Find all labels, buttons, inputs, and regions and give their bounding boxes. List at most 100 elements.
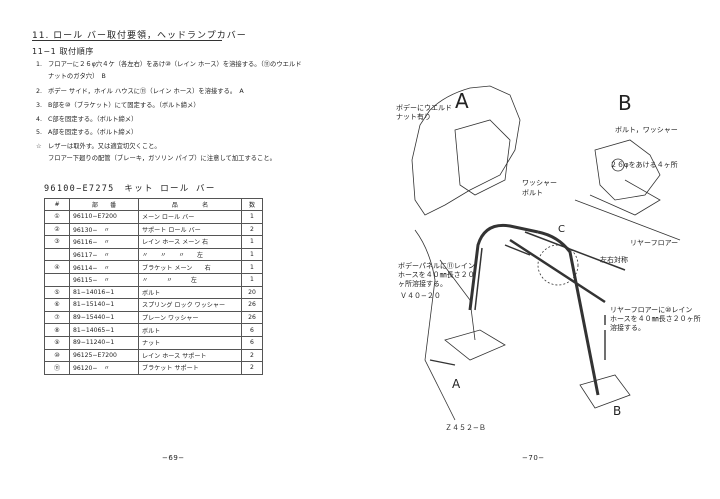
label-C: C [558, 224, 565, 235]
label-B-bottom: B [613, 404, 621, 418]
cell-qty: 1 [241, 210, 263, 224]
cell-part-number: 96110−E7200 [69, 210, 139, 224]
label-rf-1: リヤーフロアーに⑩レイン [610, 306, 692, 314]
label-A-bottom: A [452, 377, 461, 391]
label-bolt: ボルト [522, 189, 543, 197]
cell-part-name: レイン ホース サポート [138, 348, 242, 363]
title-underline [32, 40, 222, 41]
cell-part-number: 81−14016−1 [69, 285, 139, 300]
cell-no: ④ [44, 260, 70, 274]
base-plate-right [579, 374, 631, 409]
cell-no [44, 247, 70, 262]
label-holes: ２６φをあける４ヶ所 [610, 160, 678, 169]
label-B-top: B [618, 91, 632, 115]
body-lower-outline [414, 229, 456, 421]
drawing-code: Ｚ４５２−Ｂ [445, 424, 486, 432]
label-bp-1: ボデーパネルに⑪レイン [398, 261, 475, 270]
step-2: 2.ボデー サイド，ホイル ハウスに⑪（レイン ホース）を溶接する。 A [36, 88, 244, 95]
cell-qty: 26 [241, 310, 263, 325]
cell-qty: 20 [241, 285, 263, 300]
roll-bar-diagram: A B ボデーにウエルド ナット有り ボルト，ワッシャー ２６φをあける４ヶ所 … [396, 85, 701, 432]
label-washer: ワッシャー [522, 179, 557, 187]
cell-qty: 1 [241, 247, 263, 262]
support-bar-2 [524, 231, 626, 271]
cell-qty: 6 [241, 335, 263, 350]
cell-qty: 26 [241, 298, 263, 312]
cell-part-name: サポート ロール バー [138, 222, 242, 237]
label-v-code: Ｖ４０−２０ [400, 292, 441, 300]
subsection-title: 11−1 取付順序 [32, 47, 94, 56]
step-5: 5.A部を固定する。（ボルト締メ） [36, 129, 138, 136]
cell-no: ⑨ [44, 335, 70, 350]
label-bp-2: ホースを４０㎜長さ２０ [398, 271, 475, 279]
label-rear-floor: リヤーフロアー [630, 239, 678, 247]
page-number-left: −69− [162, 454, 185, 462]
col-header-name: 品 名 [138, 198, 242, 211]
page-number-right: −70− [522, 454, 545, 462]
label-lr-symmetric: 左右対称 [600, 255, 628, 264]
cell-part-number: 96116− 〃 [69, 235, 139, 249]
cell-no: ⑧ [44, 323, 70, 337]
cell-qty: 2 [241, 222, 263, 237]
bracket-detail-B [594, 139, 661, 201]
cell-qty: 1 [241, 260, 263, 274]
cell-part-name: ナット [138, 335, 242, 350]
cell-part-name: レイン ホース メーン 右 [138, 235, 242, 249]
cell-part-name: プレーン ワッシャー [138, 310, 242, 325]
cell-part-name: ボルト [138, 285, 242, 300]
step-note: ☆レザーは取外す。又は適宜切欠くこと。 [36, 143, 161, 150]
cell-qty: 2 [241, 361, 263, 375]
support-bar [509, 238, 606, 304]
cell-part-number: 89−15440−1 [69, 310, 139, 325]
cell-part-name: ボルト [138, 323, 242, 337]
cell-qty: 1 [241, 272, 263, 287]
step-1-cont: ナットのガタ穴） B [48, 73, 106, 80]
detail-C-circle [537, 244, 579, 286]
cell-part-number: 96130− 〃 [69, 222, 139, 237]
cell-part-number: 96120− 〃 [69, 361, 139, 375]
kit-title: 96100−E7275 キット ロール バー [44, 184, 216, 194]
label-body-weld-2: ナット有り [396, 112, 431, 121]
cell-part-name: 〃 〃 〃 左 [138, 247, 242, 262]
cell-part-name: メーン ロール バー [138, 210, 242, 224]
cell-no: ⑦ [44, 310, 70, 325]
cell-part-number: 96114− 〃 [69, 260, 139, 274]
cell-no: ⑪ [44, 361, 70, 375]
main-roll-bar-right [537, 230, 600, 396]
cell-part-number: 96117− 〃 [69, 247, 139, 262]
section-title: 11. ロール バー取付要領，ヘッドランプカバー [32, 31, 247, 41]
cell-qty: 1 [241, 235, 263, 249]
cell-part-number: 96125−E7200 [69, 348, 139, 363]
cell-no [44, 272, 70, 287]
cell-part-name: スプリング ロック ワッシャー [138, 298, 242, 312]
main-roll-bar [468, 223, 539, 311]
cell-no: ⑩ [44, 348, 70, 363]
left-page: 11. ロール バー取付要領，ヘッドランプカバー 11−1 取付順序 1.フロア… [0, 0, 360, 495]
cell-part-number: 81−14065−1 [69, 323, 139, 337]
wheel-house [454, 119, 511, 196]
cell-no: ⑥ [44, 298, 70, 312]
cell-no: ⑤ [44, 285, 70, 300]
cell-no: ③ [44, 235, 70, 249]
right-page: A B ボデーにウエルド ナット有り ボルト，ワッシャー ２６φをあける４ヶ所 … [360, 0, 720, 495]
cell-part-name: ブラケット サポート [138, 361, 242, 375]
label-bolt-washer: ボルト，ワッシャー [615, 126, 678, 134]
step-note-cont: フロアー下廻りの配管（ブレーキ，ガソリン パイプ）に注意して加工すること。 [48, 155, 276, 162]
cell-part-number: 96115− 〃 [69, 272, 139, 287]
step-4: 4.C部を固定する。（ボルト締メ） [36, 116, 138, 123]
label-body-weld: ボデーにウエルド [396, 103, 452, 112]
cell-qty: 2 [241, 348, 263, 363]
